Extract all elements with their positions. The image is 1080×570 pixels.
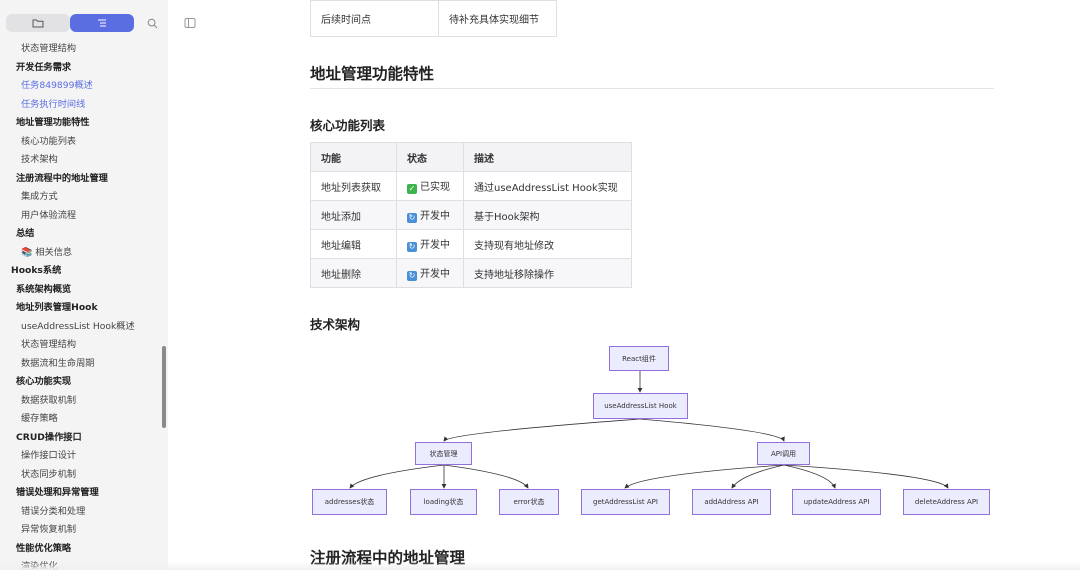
heading-divider bbox=[310, 88, 994, 89]
outline-item[interactable]: 地址列表管理Hook bbox=[16, 302, 98, 313]
outline-item[interactable]: 地址管理功能特性 bbox=[16, 117, 90, 128]
outline-item[interactable]: useAddressList Hook概述 bbox=[21, 320, 135, 332]
folder-icon bbox=[32, 19, 44, 28]
status-label: 开发中 bbox=[420, 211, 450, 222]
subsection-heading: 核心功能列表 bbox=[310, 118, 386, 133]
table-row: 后续时间点 待补充具体实现细节 bbox=[310, 0, 557, 37]
sidebar-toolbar bbox=[0, 0, 168, 40]
outline-item[interactable]: 数据流和生命周期 bbox=[21, 357, 95, 369]
refresh-icon: ↻ bbox=[407, 242, 417, 252]
sidebar: 状态管理结构开发任务需求任务849899概述任务执行时间线地址管理功能特性核心功… bbox=[0, 0, 168, 570]
node-update-address-api: updateAddress API bbox=[792, 489, 881, 515]
node-error-state: error状态 bbox=[499, 489, 559, 515]
status-cell: ↻开发中 bbox=[396, 200, 464, 230]
outline-item[interactable]: 集成方式 bbox=[21, 191, 58, 202]
edge-hook-api bbox=[639, 418, 785, 442]
outline-item[interactable]: 错误处理和异常管理 bbox=[16, 487, 99, 498]
outline-item[interactable]: 状态管理结构 bbox=[21, 43, 77, 54]
outline-item[interactable]: 数据获取机制 bbox=[21, 394, 77, 406]
section-heading: 地址管理功能特性 bbox=[310, 65, 435, 83]
column-header: 状态 bbox=[396, 142, 464, 172]
features-table: 功能 状态 描述 地址列表获取✓已实现通过useAddressList Hook… bbox=[310, 142, 632, 288]
table-header-row: 功能 状态 描述 bbox=[310, 142, 632, 172]
node-react-component: React组件 bbox=[609, 346, 669, 371]
outline-item[interactable]: 用户体验流程 bbox=[21, 209, 77, 221]
feature-cell: 地址删除 bbox=[310, 258, 397, 288]
outline-item[interactable]: 操作接口设计 bbox=[21, 450, 77, 461]
edge-api-update bbox=[783, 464, 836, 489]
status-label: 开发中 bbox=[420, 240, 450, 251]
status-label: 开发中 bbox=[420, 269, 450, 280]
outline-item[interactable]: 技术架构 bbox=[21, 154, 58, 165]
description-cell: 支持地址移除操作 bbox=[463, 258, 632, 288]
outline-item[interactable]: CRUD操作接口 bbox=[16, 431, 82, 443]
outline-item[interactable]: 任务849899概述 bbox=[21, 80, 93, 91]
document-body: 后续时间点 待补充具体实现细节 地址管理功能特性 核心功能列表 功能 状态 描述… bbox=[310, 0, 1000, 570]
table-cell: 待补充具体实现细节 bbox=[438, 0, 557, 37]
status-label: 已实现 bbox=[420, 182, 450, 193]
outline-item[interactable]: 异常恢复机制 bbox=[21, 524, 77, 535]
table-row: 地址列表获取✓已实现通过useAddressList Hook实现 bbox=[310, 171, 632, 201]
outline-icon bbox=[98, 19, 106, 27]
outline-item[interactable]: 系统架构概览 bbox=[16, 283, 72, 295]
feature-cell: 地址编辑 bbox=[310, 229, 397, 259]
outline-item[interactable]: 注册流程中的地址管理 bbox=[16, 172, 108, 184]
outline-item[interactable]: 📚 相关信息 bbox=[21, 246, 73, 258]
node-loading-state: loading状态 bbox=[410, 489, 477, 515]
description-cell: 通过useAddressList Hook实现 bbox=[463, 171, 632, 201]
bottom-edge-shadow bbox=[0, 562, 1080, 570]
diagram-edges bbox=[349, 371, 949, 489]
table-row: 地址删除↻开发中支持地址移除操作 bbox=[310, 258, 632, 288]
outline-item[interactable]: 状态同步机制 bbox=[21, 468, 77, 480]
node-state-management: 状态管理 bbox=[415, 442, 472, 465]
description-cell: 基于Hook架构 bbox=[463, 200, 632, 230]
files-tab-button[interactable] bbox=[6, 14, 70, 32]
sidebar-toggle-icon[interactable] bbox=[184, 17, 196, 29]
node-use-address-list-hook: useAddressList Hook bbox=[593, 393, 688, 419]
refresh-icon: ↻ bbox=[407, 271, 417, 281]
architecture-diagram: React组件 useAddressList Hook 状态管理 API调用 a… bbox=[300, 335, 1020, 525]
status-cell: ✓已实现 bbox=[396, 171, 464, 201]
table-row: 地址添加↻开发中基于Hook架构 bbox=[310, 200, 632, 230]
description-cell: 支持现有地址修改 bbox=[463, 229, 632, 259]
edge-api-add bbox=[731, 464, 785, 489]
subsection-heading: 技术架构 bbox=[310, 317, 361, 332]
search-button[interactable] bbox=[143, 14, 161, 32]
feature-cell: 地址列表获取 bbox=[310, 171, 397, 201]
edge-hook-state bbox=[443, 418, 641, 442]
node-delete-address-api: deleteAddress API bbox=[903, 489, 990, 515]
check-mark-icon: ✓ bbox=[407, 184, 417, 194]
refresh-icon: ↻ bbox=[407, 213, 417, 223]
node-get-address-list-api: getAddressList API bbox=[581, 489, 670, 515]
node-addresses-state: addresses状态 bbox=[312, 489, 387, 515]
node-api-call: API调用 bbox=[757, 442, 810, 465]
outline-tab-button[interactable] bbox=[70, 14, 134, 32]
search-icon bbox=[147, 18, 157, 28]
status-cell: ↻开发中 bbox=[396, 229, 464, 259]
sidebar-scrollbar[interactable] bbox=[162, 346, 166, 428]
feature-cell: 地址添加 bbox=[310, 200, 397, 230]
table-cell: 后续时间点 bbox=[310, 0, 439, 37]
outline-item[interactable]: 性能优化策略 bbox=[16, 542, 72, 554]
outline-item[interactable]: 错误分类和处理 bbox=[21, 505, 86, 517]
outline-item[interactable]: 状态管理结构 bbox=[21, 339, 77, 350]
outline-item[interactable]: 任务执行时间线 bbox=[21, 98, 86, 110]
outline-item[interactable]: 总结 bbox=[16, 228, 35, 239]
outline-item[interactable]: 核心功能列表 bbox=[21, 135, 77, 147]
edge-state-error bbox=[443, 464, 529, 489]
outline-item[interactable]: 开发任务需求 bbox=[16, 61, 72, 73]
edge-api-delete bbox=[783, 464, 949, 489]
edge-api-get bbox=[624, 464, 785, 489]
status-cell: ↻开发中 bbox=[396, 258, 464, 288]
column-header: 功能 bbox=[310, 142, 397, 172]
outline-item[interactable]: 缓存策略 bbox=[21, 413, 58, 424]
outline-item[interactable]: 核心功能实现 bbox=[16, 376, 72, 387]
edge-state-addresses bbox=[349, 464, 445, 489]
timeline-table-tail: 后续时间点 待补充具体实现细节 bbox=[310, 0, 557, 37]
outline-item[interactable]: Hooks系统 bbox=[11, 265, 62, 276]
node-add-address-api: addAddress API bbox=[692, 489, 771, 515]
table-row: 地址编辑↻开发中支持现有地址修改 bbox=[310, 229, 632, 259]
column-header: 描述 bbox=[463, 142, 632, 172]
